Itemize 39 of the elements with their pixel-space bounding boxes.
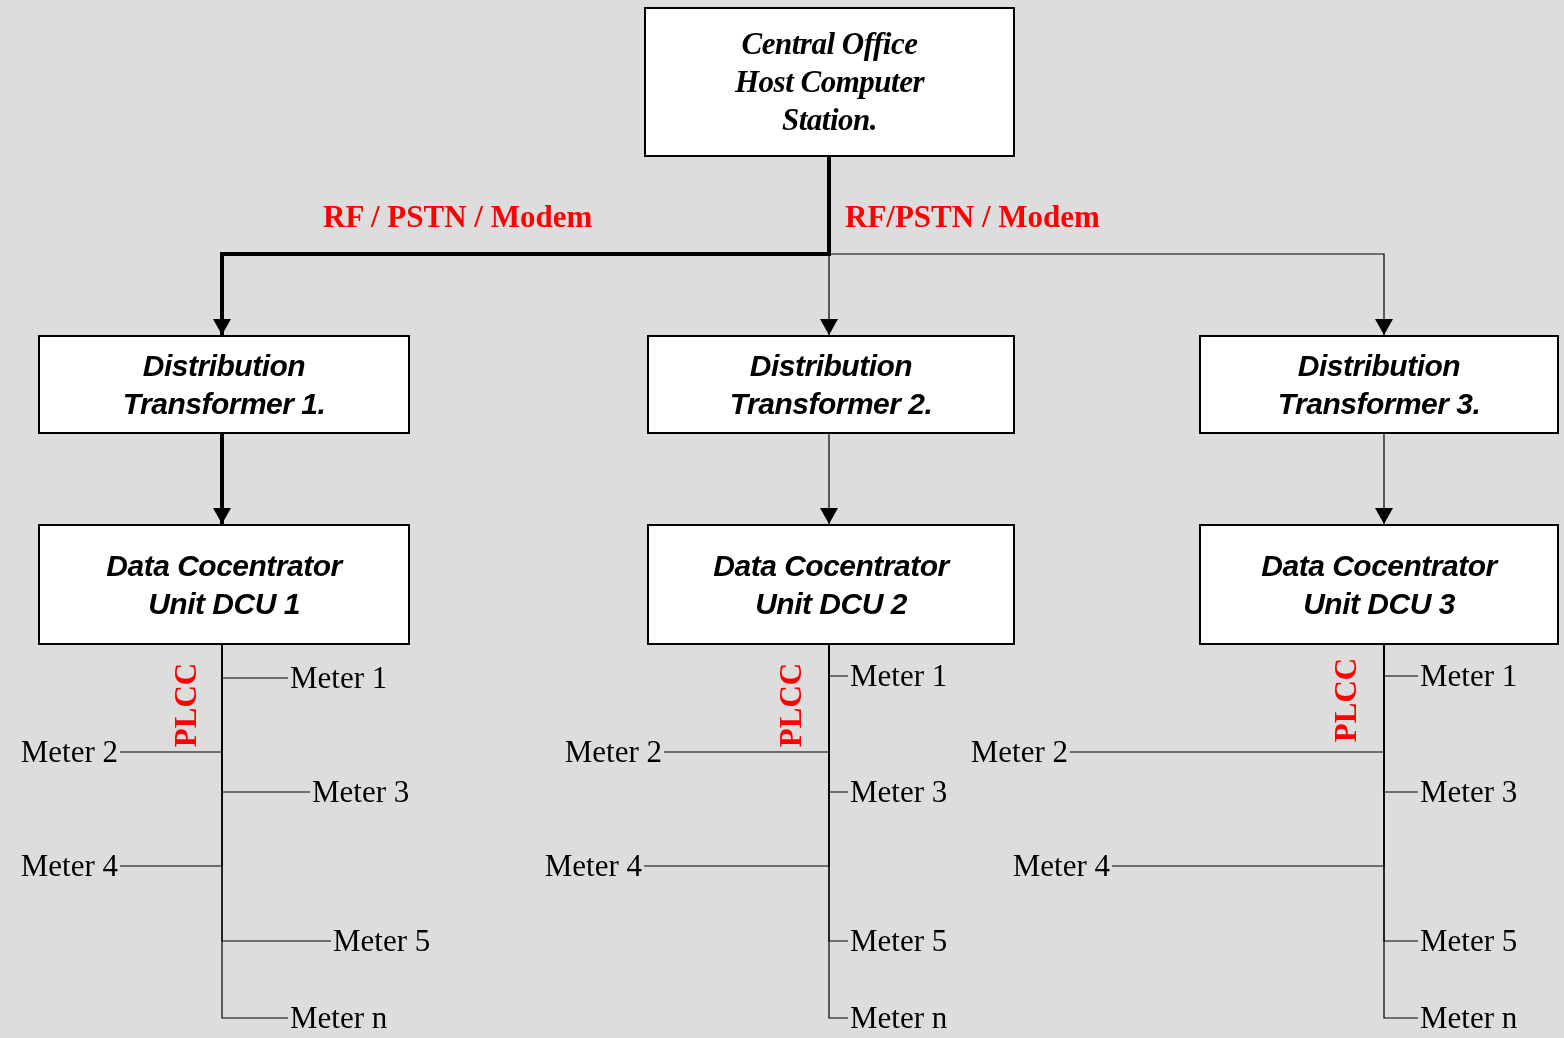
process-box — [1199, 524, 1559, 645]
meter-label: Meter 5 — [333, 924, 431, 958]
arrow — [1375, 433, 1393, 525]
meter-label: Meter 4 — [1012, 849, 1110, 883]
process-box — [647, 335, 1015, 434]
bus-label: PLCC — [775, 662, 807, 748]
meter-label: Meter 3 — [850, 775, 948, 809]
meter-label: Meter 2 — [970, 735, 1068, 769]
box-text: Distribution Transformer 2. — [728, 347, 934, 422]
box-text: Data Cocentrator Unit DCU 2 — [712, 547, 952, 622]
box-text: Data Cocentrator Unit DCU 1 — [105, 547, 345, 622]
meter-label: Meter 2 — [20, 735, 118, 769]
box-text: Distribution Transformer 1. — [121, 347, 327, 422]
box-text: Central Office Host Computer Station. — [734, 25, 926, 139]
bus-label: PLCC — [1330, 657, 1362, 743]
meter-label: Meter 4 — [20, 849, 118, 883]
meter-label: Meter n — [850, 1001, 948, 1035]
process-box — [38, 335, 410, 434]
meter-label: Meter 2 — [564, 735, 662, 769]
arrow — [820, 433, 838, 525]
process-box — [647, 524, 1015, 645]
box-text: Data Cocentrator Unit DCU 3 — [1260, 547, 1500, 622]
meter-label: Meter 4 — [544, 849, 642, 883]
meter-label: Meter 1 — [850, 659, 948, 693]
meter-label: Meter 3 — [312, 775, 410, 809]
arrow — [213, 434, 231, 524]
meter-label: Meter 5 — [1420, 924, 1518, 958]
meter-label: Meter 3 — [1420, 775, 1518, 809]
meter-label: Meter 1 — [1420, 659, 1518, 693]
arrow — [213, 157, 831, 335]
process-box — [644, 7, 1015, 157]
process-box — [38, 524, 410, 645]
box-text: Distribution Transformer 3. — [1276, 347, 1482, 422]
meter-label: Meter n — [1420, 1001, 1518, 1035]
meter-label: Meter n — [290, 1001, 388, 1035]
process-box — [1199, 335, 1559, 434]
meter-label: Meter 1 — [290, 661, 388, 695]
meter-label: Meter 5 — [850, 924, 948, 958]
bus-label: PLCC — [170, 662, 202, 748]
